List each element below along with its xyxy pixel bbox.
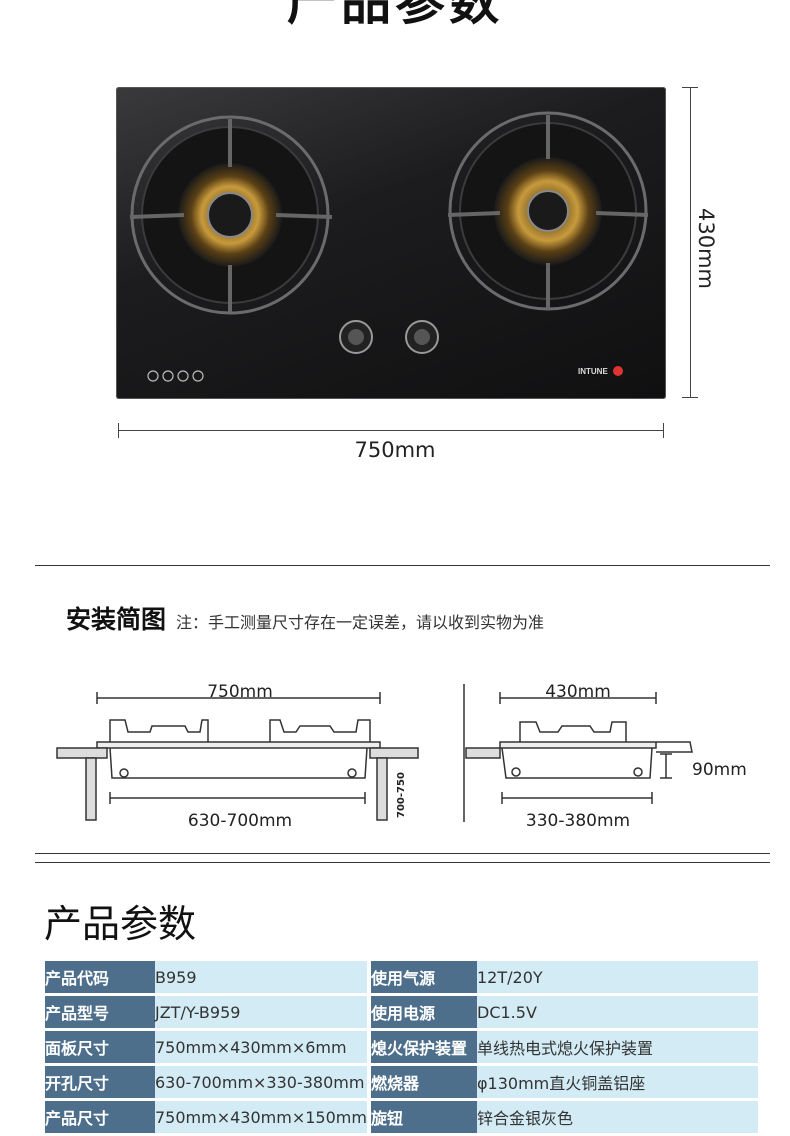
width-dimension-line <box>118 430 663 431</box>
spec-value: φ130mm直火铜盖铝座 <box>477 1064 758 1101</box>
spec-key: 产品型号 <box>45 994 155 1031</box>
spec-key: 使用电源 <box>369 994 477 1031</box>
install-diagram: 750mm 630-700mm 700-750 430mm 330-380mm … <box>56 682 747 831</box>
divider-mid-2 <box>35 862 770 863</box>
cooktop-illustration: INTUNE <box>129 111 649 382</box>
side-cutout-label: 330-380mm <box>526 811 630 831</box>
front-width-label: 750mm <box>207 682 273 702</box>
install-title: 安装简图 <box>66 605 167 634</box>
divider-top <box>35 565 770 566</box>
front-view <box>56 692 419 821</box>
depth-dimension-cap-bottom <box>682 397 698 398</box>
brand-logo: INTUNE <box>578 367 608 376</box>
side-depth-label: 430mm <box>545 682 611 702</box>
spec-value: 750mm×430mm×150mm <box>155 1099 371 1136</box>
depth-dimension-line <box>690 87 691 398</box>
spec-key: 产品代码 <box>45 961 155 996</box>
params-title: 产品参数 <box>44 902 197 946</box>
width-dimension-cap-right <box>663 423 664 438</box>
spec-value: 单线热电式熄火保护装置 <box>477 1029 758 1066</box>
spec-value: JZT/Y-B959 <box>155 994 371 1031</box>
spec-value: 锌合金银灰色 <box>477 1099 758 1136</box>
width-dimension-cap-left <box>118 423 119 438</box>
right-burner <box>447 111 649 311</box>
install-header: 安装简图 注：手工测量尺寸存在一定误差，请以收到实物为准 <box>66 600 544 636</box>
spec-key: 使用气源 <box>369 961 477 996</box>
spec-value: 12T/20Y <box>477 961 758 996</box>
divider-mid <box>35 853 770 854</box>
spec-key: 开孔尺寸 <box>45 1064 155 1101</box>
spec-value: DC1.5V <box>477 994 758 1031</box>
left-burner <box>129 115 333 315</box>
spec-key: 产品尺寸 <box>45 1099 155 1136</box>
width-dimension-label: 750mm <box>354 438 436 462</box>
depth-dimension-cap-top <box>682 87 698 88</box>
spec-value: 750mm×430mm×6mm <box>155 1029 371 1066</box>
safety-icons <box>147 370 204 382</box>
install-note: 注：手工测量尺寸存在一定误差，请以收到实物为准 <box>176 613 545 632</box>
spec-key: 面板尺寸 <box>45 1029 155 1066</box>
front-cutout-depth-label: 700-750 <box>396 772 407 818</box>
depth-dimension-label: 430mm <box>694 208 718 289</box>
front-cutout-label: 630-700mm <box>188 811 292 831</box>
brand-logo-icon <box>613 366 623 376</box>
spec-value: B959 <box>155 961 371 996</box>
spec-key: 旋钮 <box>369 1099 477 1136</box>
side-height-label: 90mm <box>692 760 747 780</box>
side-view <box>463 684 693 822</box>
spec-key: 燃烧器 <box>369 1064 477 1101</box>
cooktop-image: INTUNE <box>116 87 666 399</box>
spec-value: 630-700mm×330-380mm <box>155 1064 371 1101</box>
top-title: 产品参数 <box>287 0 503 31</box>
spec-key: 熄火保护装置 <box>369 1029 477 1066</box>
